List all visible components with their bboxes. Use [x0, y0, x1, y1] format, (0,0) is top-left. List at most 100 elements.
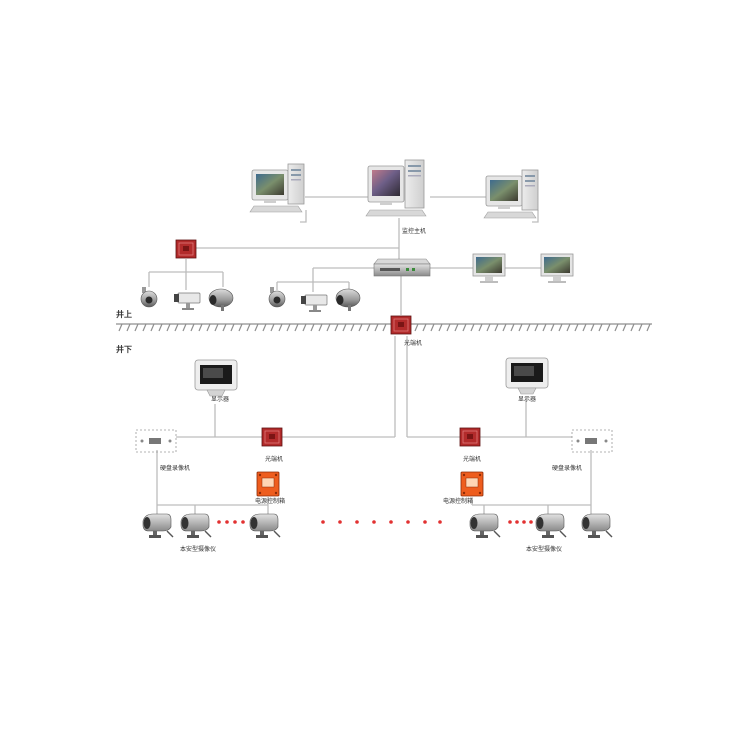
explosion-proof-camera-label-left: 本安型摄像仪: [180, 545, 216, 553]
box-camera-icon: [300, 294, 328, 313]
ground-line: [116, 323, 652, 332]
ground-hatch: [518, 323, 523, 332]
ground-hatch: [286, 323, 291, 332]
ground-hatch: [302, 323, 307, 332]
ground-hatch: [350, 323, 355, 332]
bullet-camera-icon: [208, 288, 234, 312]
ground-hatch: [198, 323, 203, 332]
ground-hatch: [366, 323, 371, 332]
power-control-box-label-right: 电源控制箱: [443, 497, 473, 505]
ground-hatch: [494, 323, 499, 332]
ground-hatch: [478, 323, 483, 332]
ground-hatch: [126, 323, 131, 332]
ground-hatch: [214, 323, 219, 332]
ground-hatch: [150, 323, 155, 332]
hard-disk-recorder-label-left: 硬盘录像机: [160, 464, 190, 472]
ground-hatch: [598, 323, 603, 332]
dvr-icon: [135, 429, 177, 453]
ground-hatch: [270, 323, 275, 332]
mine-camera-icon: [581, 513, 613, 539]
mine-camera-icon: [180, 513, 212, 539]
ground-hatch: [430, 323, 435, 332]
ground-hatch: [462, 323, 467, 332]
ground-hatch: [510, 323, 515, 332]
ground-hatch: [422, 323, 427, 332]
ground-hatch: [318, 323, 323, 332]
box-camera-icon: [173, 292, 201, 311]
above-ground-label: 井上: [116, 309, 132, 319]
ground-hatch: [174, 323, 179, 332]
ellipsis-dots-right: [508, 520, 533, 524]
bullet-camera-icon: [335, 288, 361, 312]
ground-hatch: [182, 323, 187, 332]
ground-hatch: [542, 323, 547, 332]
ground-hatch: [446, 323, 451, 332]
ground-hatch: [334, 323, 339, 332]
hard-disk-recorder-label-right: 硬盘录像机: [552, 464, 582, 472]
optical-transceiver-label: 光端机: [404, 339, 422, 347]
ground-hatch: [166, 323, 171, 332]
ground-hatch: [454, 323, 459, 332]
ground-hatch: [646, 323, 651, 332]
ground-hatch: [206, 323, 211, 332]
crt-display-icon: [505, 357, 549, 395]
ground-hatch: [294, 323, 299, 332]
below-ground-label: 井下: [116, 344, 132, 354]
ground-hatch: [590, 323, 595, 332]
ground-hatch: [582, 323, 587, 332]
mine-camera-icon: [249, 513, 281, 539]
ground-hatch: [118, 323, 123, 332]
ground-hatch: [414, 323, 419, 332]
ground-hatch: [342, 323, 347, 332]
ground-hatch: [238, 323, 243, 332]
mine-camera-icon: [535, 513, 567, 539]
ground-hatch: [550, 323, 555, 332]
ground-hatch: [526, 323, 531, 332]
ground-hatch: [326, 323, 331, 332]
ground-hatch: [382, 323, 387, 332]
dvr-icon: [571, 429, 613, 453]
ground-hatch: [630, 323, 635, 332]
crt-display-icon: [194, 359, 238, 397]
ground-hatch: [358, 323, 363, 332]
server-tower-icon: [365, 159, 427, 217]
display-label-right: 显示器: [518, 396, 536, 403]
connection-lines: [148, 196, 592, 515]
optical-transceiver-icon: [261, 427, 283, 447]
ground-hatch: [486, 323, 491, 332]
ground-hatch: [254, 323, 259, 332]
dome-camera-icon: [140, 286, 158, 308]
ground-hatch: [158, 323, 163, 332]
ground-hatch: [278, 323, 283, 332]
power-control-box-label-left: 电源控制箱: [255, 497, 285, 505]
power-box-icon: [460, 471, 484, 497]
ground-hatch: [566, 323, 571, 332]
ground-hatch: [230, 323, 235, 332]
ground-hatch: [574, 323, 579, 332]
mine-camera-icon: [469, 513, 501, 539]
ground-hatch: [470, 323, 475, 332]
display-label-left: 显示器: [211, 396, 229, 403]
ground-hatch: [638, 323, 643, 332]
optical-transceiver-icon: [459, 427, 481, 447]
network-switch-icon: [373, 258, 431, 277]
desktop-computer-icon: [249, 163, 305, 213]
ground-hatch: [558, 323, 563, 332]
ground-hatch: [190, 323, 195, 332]
lcd-monitor-icon: [472, 253, 506, 284]
ground-hatch: [614, 323, 619, 332]
optical-transceiver-label-right: 光端机: [463, 455, 481, 463]
lcd-monitor-icon: [540, 253, 574, 284]
ground-hatch: [222, 323, 227, 332]
ellipsis-dots-left: [217, 520, 245, 524]
monitor-host-label: 监控主机: [402, 227, 426, 235]
ground-hatch: [310, 323, 315, 332]
power-box-icon: [256, 471, 280, 497]
ground-hatch: [134, 323, 139, 332]
ground-hatch: [502, 323, 507, 332]
ellipsis-dots-middle: [321, 520, 442, 524]
ground-hatch: [534, 323, 539, 332]
ground-hatch: [606, 323, 611, 332]
ground-hatch: [142, 323, 147, 332]
